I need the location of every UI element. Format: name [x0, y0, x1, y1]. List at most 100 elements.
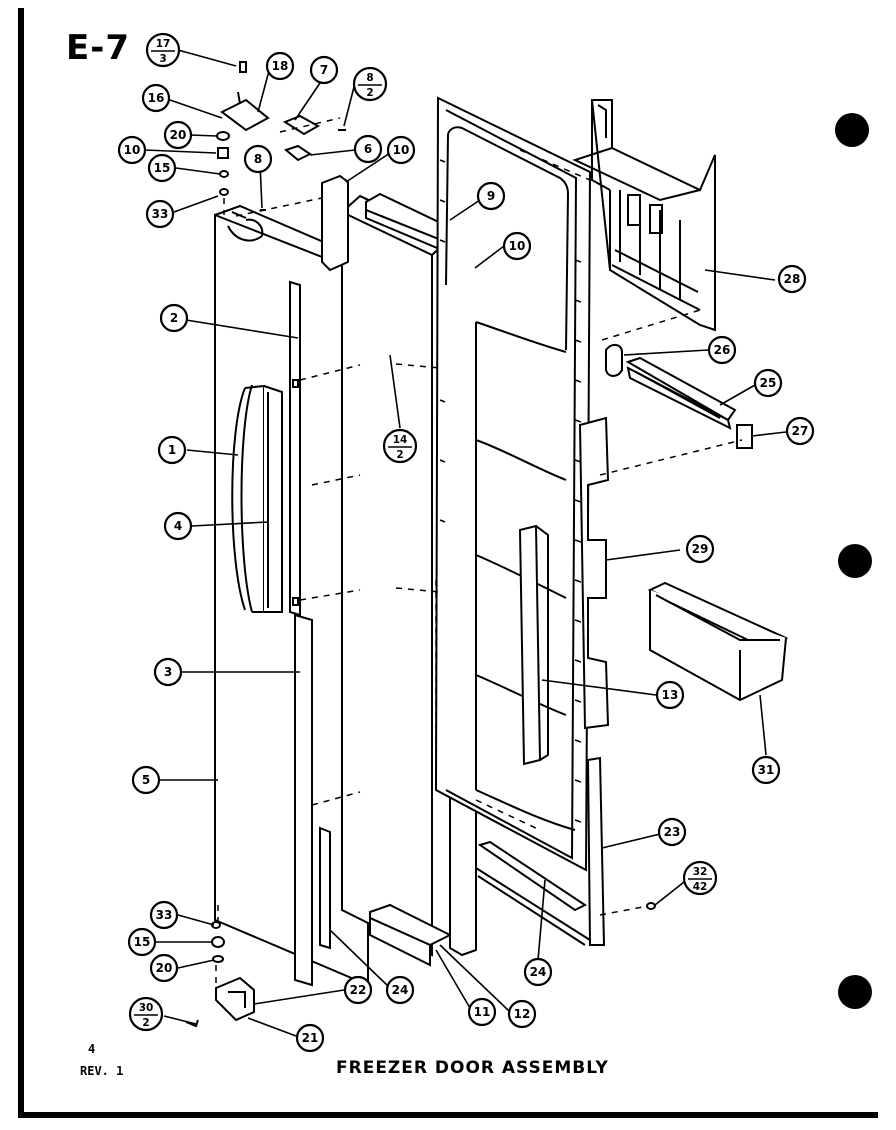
svg-text:1: 1 — [168, 443, 176, 457]
clip-26 — [605, 344, 623, 377]
diagram-caption: FREEZER DOOR ASSEMBLY — [336, 1058, 609, 1078]
svg-text:23: 23 — [664, 825, 681, 839]
svg-text:42: 42 — [693, 881, 708, 893]
handle-trim-lower — [294, 613, 313, 987]
callout-1: 1 — [157, 435, 187, 465]
svg-text:3: 3 — [164, 665, 172, 679]
svg-text:22: 22 — [350, 983, 367, 997]
svg-text:12: 12 — [514, 1007, 531, 1021]
callout-2: 2 — [159, 303, 189, 333]
svg-text:3: 3 — [159, 53, 166, 65]
svg-text:20: 20 — [170, 128, 187, 142]
top-hinge-parts — [216, 61, 346, 211]
callout-34: 24 — [385, 975, 415, 1005]
svg-text:21: 21 — [302, 1031, 319, 1045]
callout-21: 21 — [295, 1023, 325, 1053]
callout-8: 8 — [243, 144, 273, 174]
handle-trim-upper — [289, 280, 301, 617]
fraction-callouts: 17 3 8 2 14 2 32 42 — [128, 32, 718, 1032]
svg-text:6: 6 — [364, 142, 372, 156]
callout-12: 12 — [507, 999, 537, 1029]
callout-15-bottom: 15 — [127, 927, 157, 957]
svg-text:9: 9 — [487, 189, 495, 203]
binder-hole-top — [835, 113, 869, 147]
svg-text:30: 30 — [139, 1002, 154, 1014]
callout-10-top: 10 — [117, 135, 147, 165]
svg-text:17: 17 — [156, 38, 171, 50]
svg-text:7: 7 — [320, 63, 328, 77]
callout-31: 31 — [751, 755, 781, 785]
bracket-27 — [736, 424, 753, 449]
svg-text:33: 33 — [156, 908, 173, 922]
callout-33-top: 33 — [145, 199, 175, 229]
page-number: 4 — [88, 1042, 96, 1056]
svg-text:2: 2 — [366, 87, 373, 99]
callout-6: 6 — [353, 134, 383, 164]
door-bin-31 — [647, 581, 789, 702]
svg-text:11: 11 — [474, 1005, 491, 1019]
dispenser-housing-28 — [572, 99, 716, 332]
svg-text:15: 15 — [134, 935, 151, 949]
alignment-lines — [215, 117, 743, 988]
svg-text:24: 24 — [530, 965, 547, 979]
callout-29: 29 — [685, 534, 715, 564]
callouts: 16 18 20 10 15 33 8 7 6 10 9 10 28 26 25… — [117, 51, 815, 1053]
callout-32-42: 32 42 — [682, 860, 718, 896]
callout-18: 18 — [265, 51, 295, 81]
callout-20-top: 20 — [163, 120, 193, 150]
svg-text:27: 27 — [792, 424, 809, 438]
callout-5: 5 — [131, 765, 161, 795]
svg-text:10: 10 — [124, 143, 141, 157]
revision-label: REV. 1 — [80, 1064, 124, 1078]
lower-trim-34 — [319, 826, 331, 950]
svg-text:10: 10 — [393, 143, 410, 157]
callout-7: 7 — [309, 55, 339, 85]
svg-text:10: 10 — [509, 239, 526, 253]
slide-bracket-25 — [625, 356, 737, 430]
svg-text:18: 18 — [272, 59, 289, 73]
callout-28: 28 — [777, 264, 807, 294]
svg-text:2: 2 — [396, 449, 403, 461]
bottom-hinge-parts — [185, 902, 656, 1028]
side-gasket-23 — [586, 756, 606, 946]
callout-13: 13 — [655, 680, 685, 710]
svg-text:29: 29 — [692, 542, 709, 556]
svg-text:16: 16 — [148, 91, 165, 105]
page-code: E-7 — [66, 28, 130, 68]
callout-3: 3 — [153, 657, 183, 687]
callout-33-bottom: 33 — [149, 900, 179, 930]
callout-10-spacer: 10 — [386, 135, 416, 165]
callout-22: 22 — [343, 975, 373, 1005]
svg-text:24: 24 — [392, 983, 409, 997]
callout-11: 11 — [467, 997, 497, 1027]
inner-foam-panel — [341, 194, 452, 957]
callout-27: 27 — [785, 416, 815, 446]
svg-text:32: 32 — [693, 866, 708, 878]
svg-text:2: 2 — [170, 311, 178, 325]
svg-text:13: 13 — [662, 688, 679, 702]
callout-24-right: 24 — [523, 957, 553, 987]
callout-8-2: 8 2 — [352, 66, 388, 102]
spacer-10 — [321, 174, 349, 272]
svg-text:14: 14 — [393, 434, 408, 446]
callout-10-side: 10 — [502, 231, 532, 261]
svg-text:8: 8 — [254, 152, 262, 166]
callout-30-2: 30 2 — [128, 996, 164, 1032]
shelf-rail-13 — [518, 524, 549, 766]
door-liner — [434, 96, 592, 872]
svg-text:15: 15 — [154, 161, 171, 175]
svg-text:2: 2 — [142, 1017, 149, 1029]
callout-4: 4 — [163, 511, 193, 541]
svg-text:5: 5 — [142, 773, 150, 787]
callout-23: 23 — [657, 817, 687, 847]
binder-hole-middle — [838, 544, 872, 578]
binder-hole-bottom — [838, 975, 872, 1009]
svg-text:26: 26 — [714, 343, 731, 357]
svg-text:28: 28 — [784, 272, 801, 286]
svg-text:33: 33 — [152, 207, 169, 221]
callout-16: 16 — [141, 83, 171, 113]
svg-text:25: 25 — [760, 376, 777, 390]
callout-15-top: 15 — [147, 153, 177, 183]
